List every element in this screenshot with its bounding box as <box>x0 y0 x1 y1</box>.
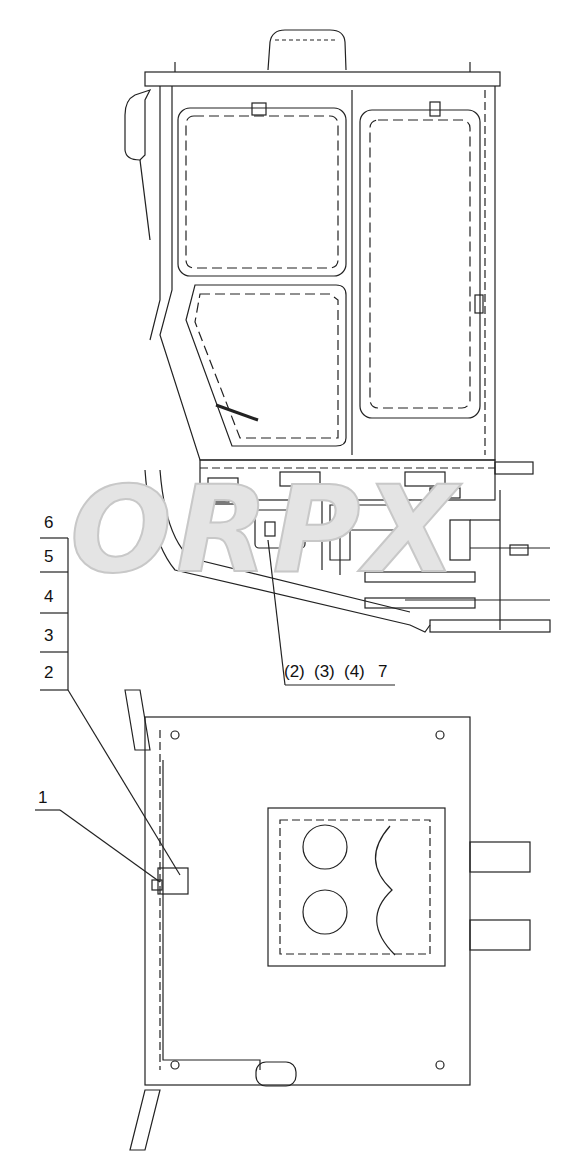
callout-number: (3) <box>314 663 335 680</box>
leader-line <box>67 538 68 690</box>
roof-unit <box>268 30 346 70</box>
callout-number: 2 <box>44 664 53 681</box>
door-window <box>178 108 346 276</box>
cab-plan <box>145 717 470 1085</box>
callout-number: 3 <box>44 627 53 644</box>
callout-number: (4) <box>344 663 365 680</box>
console <box>268 808 445 966</box>
mirror <box>125 90 150 160</box>
callout-number: 4 <box>44 588 53 605</box>
watermark: ORPX <box>70 470 461 590</box>
cable <box>163 760 260 1070</box>
callout-number: 5 <box>44 548 53 565</box>
roof <box>145 72 500 86</box>
handrail <box>125 690 150 750</box>
callout-number: 6 <box>44 514 53 531</box>
callout-number: (2) <box>284 663 305 680</box>
lower-window <box>186 285 346 446</box>
callout-number: 1 <box>38 789 47 806</box>
cab-body <box>160 86 495 460</box>
side-window <box>360 110 480 418</box>
leader-line <box>68 690 180 875</box>
handrail <box>130 1090 160 1150</box>
callout-number: 7 <box>378 663 387 680</box>
